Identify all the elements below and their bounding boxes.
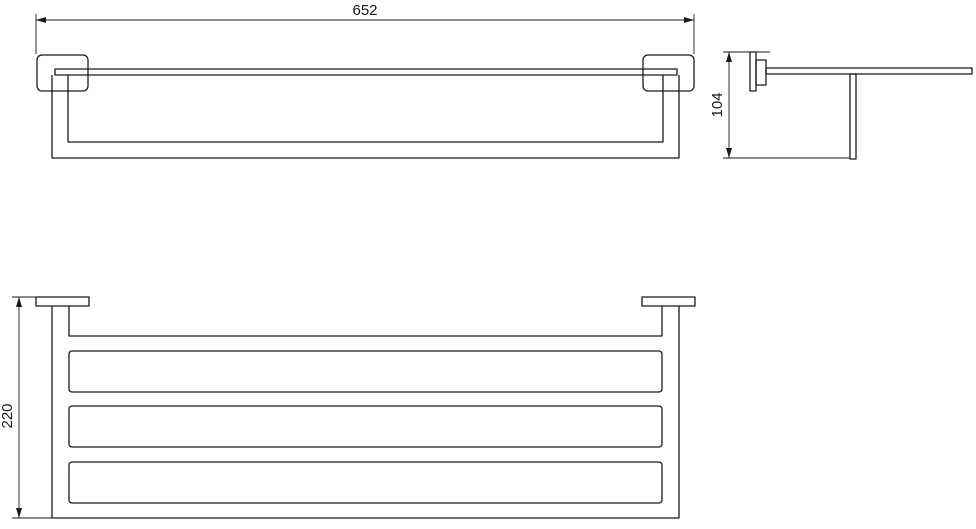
side-view-mount <box>755 59 767 86</box>
depth-arrow-top <box>726 52 732 62</box>
front-view <box>35 296 696 519</box>
front-view-cap-right <box>641 296 696 307</box>
top-view-rail <box>54 68 678 76</box>
height-arrow-top <box>16 297 22 307</box>
height-arrow-bottom <box>16 508 22 518</box>
top-view-frame-inner <box>67 75 664 143</box>
height-dimension: 220 <box>0 296 52 519</box>
width-label: 652 <box>352 2 377 19</box>
width-dimension: 652 <box>35 2 695 54</box>
front-view-bar-1 <box>68 350 663 393</box>
top-view <box>36 54 695 159</box>
top-view-bracket-left <box>36 54 89 92</box>
height-label: 220 <box>0 403 16 428</box>
width-arrow-right <box>684 17 694 23</box>
front-view-frame-outer <box>51 306 680 519</box>
depth-arrow-bottom <box>726 148 732 158</box>
top-view-bracket-right <box>642 54 695 92</box>
front-view-bar-3 <box>68 461 663 504</box>
front-view-bar-2 <box>68 405 663 448</box>
front-view-cap-left <box>35 296 90 307</box>
side-view-frame-leg <box>849 73 857 160</box>
side-view-wall-plate <box>749 51 757 92</box>
top-view-frame-outer <box>51 75 680 159</box>
width-arrow-left <box>36 17 46 23</box>
side-view: 104 <box>709 51 973 160</box>
front-view-frame-inner-top <box>68 306 663 337</box>
side-view-shelf-bar <box>765 67 973 75</box>
depth-label: 104 <box>709 92 726 117</box>
